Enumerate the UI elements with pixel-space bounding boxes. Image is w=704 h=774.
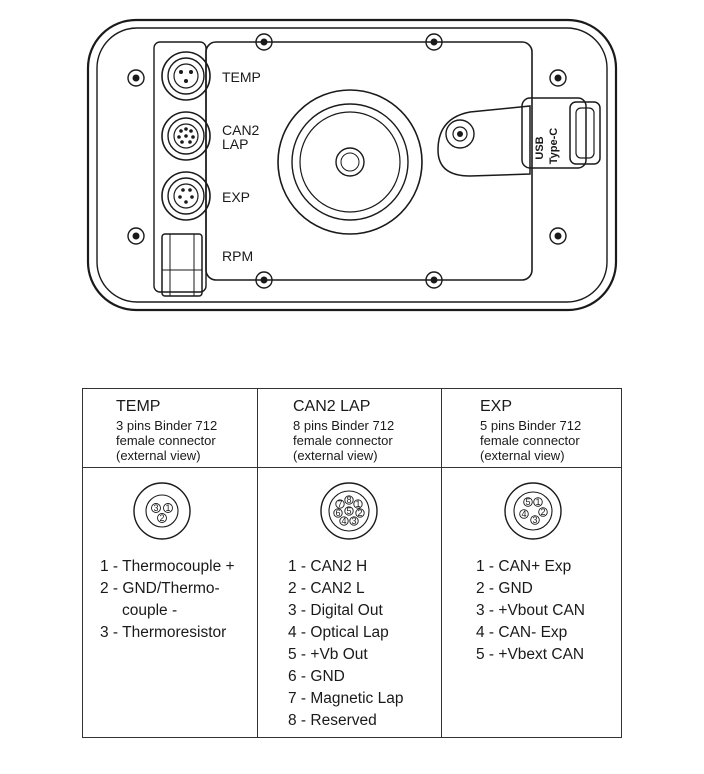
exp-title: EXP [480, 398, 513, 415]
pin-item: 1 - CAN+ Exp [476, 558, 572, 575]
screw [127, 69, 145, 87]
screw [255, 271, 273, 289]
center-plate [205, 41, 533, 281]
pin-number: 2 [357, 508, 362, 518]
pin-number: 1 [355, 499, 360, 509]
pin-item: 3 - Digital Out [288, 602, 383, 619]
pin-number: 3 [153, 503, 158, 513]
can2-connector [161, 111, 211, 161]
desc-line: (external view) [480, 448, 565, 463]
temp-description: 3 pins Binder 712 female connector (exte… [116, 418, 217, 463]
usb-label-line2: Type-C [548, 128, 560, 165]
desc-line: female connector [480, 433, 580, 448]
desc-line: female connector [116, 433, 216, 448]
pin-number: 6 [335, 508, 340, 518]
can2-lap-pin-face: 1 2 3 4 5 6 7 8 [320, 482, 378, 540]
pin-number: 1 [535, 497, 540, 507]
pin-item: 8 - Reserved [288, 712, 377, 729]
device-label-can2: CAN2 [222, 122, 260, 138]
pin-item: 5 - +Vbext CAN [476, 646, 585, 663]
pin-item: 1 - CAN2 H [288, 558, 368, 575]
pin-number: 2 [540, 507, 545, 517]
housing-inner-outline [96, 27, 608, 303]
desc-line: 3 pins Binder 712 [116, 418, 218, 433]
column-divider [257, 389, 258, 737]
pin-item: 6 - GND [288, 668, 345, 685]
rpm-cable-gland [161, 233, 203, 297]
pin-number: 4 [341, 516, 346, 526]
exp-description: 5 pins Binder 712 female connector (exte… [480, 418, 581, 463]
housing-outline [86, 18, 618, 312]
pin-number: 5 [346, 506, 351, 516]
center-button [277, 89, 423, 235]
exp-pin-list: 1 - CAN+ Exp 2 - GND 3 - +Vbout CAN 4 - … [476, 556, 585, 666]
device-label-lap: LAP [222, 136, 248, 152]
screw [255, 33, 273, 51]
temp-pin-face: 1 2 3 [133, 482, 191, 540]
pin-item: couple - [122, 602, 178, 619]
pin-item: 2 - CAN2 L [288, 580, 365, 597]
device-label-exp: EXP [222, 189, 250, 205]
pin-item: 3 - +Vbout CAN [476, 602, 585, 619]
pin-item: 1 - Thermocouple + [100, 558, 235, 575]
temp-title: TEMP [116, 398, 161, 415]
screw [425, 33, 443, 51]
can2-lap-description: 8 pins Binder 712 female connector (exte… [293, 418, 394, 463]
exp-connector [161, 171, 211, 221]
pin-number: 4 [521, 509, 526, 519]
screw [127, 227, 145, 245]
exp-pin-face: 1 2 3 4 5 [504, 482, 562, 540]
desc-line: (external view) [293, 448, 378, 463]
screw [549, 227, 567, 245]
screw [425, 271, 443, 289]
pinout-table: TEMP 3 pins Binder 712 female connector … [82, 388, 622, 738]
pin-number: 7 [337, 499, 342, 509]
pin-item: 2 - GND/Thermo- [100, 580, 220, 597]
pin-number: 3 [532, 515, 537, 525]
can2-lap-title: CAN2 LAP [293, 398, 371, 415]
usb-cap [437, 105, 531, 177]
pin-item: 5 - +Vb Out [288, 646, 368, 663]
can2-lap-column: CAN2 LAP 8 pins Binder 712 female connec… [258, 389, 441, 737]
pin-number: 5 [525, 497, 530, 507]
pin-item: 2 - GND [476, 580, 533, 597]
desc-line: female connector [293, 433, 393, 448]
pin-number: 8 [346, 495, 351, 505]
pin-item: 4 - Optical Lap [288, 624, 389, 641]
temp-column: TEMP 3 pins Binder 712 female connector … [83, 389, 257, 737]
usb-label-line1: USB [534, 136, 546, 159]
desc-line: 8 pins Binder 712 [293, 418, 395, 433]
pin-item: 3 - Thermoresistor [100, 624, 227, 641]
pin-number: 2 [159, 513, 164, 523]
can2-lap-pin-list: 1 - CAN2 H 2 - CAN2 L 3 - Digital Out 4 … [288, 556, 403, 732]
column-divider [441, 389, 442, 737]
device-label-rpm: RPM [222, 248, 253, 264]
desc-line: 5 pins Binder 712 [480, 418, 582, 433]
screws [127, 33, 567, 289]
pin-item: 4 - CAN- Exp [476, 624, 568, 641]
temp-pin-list: 1 - Thermocouple + 2 - GND/Thermo- coupl… [100, 556, 235, 644]
exp-column: EXP 5 pins Binder 712 female connector (… [442, 389, 622, 737]
desc-line: (external view) [116, 448, 201, 463]
header-divider [83, 467, 621, 468]
device-label-temp: TEMP [222, 69, 261, 85]
screw [549, 69, 567, 87]
pin-item: 7 - Magnetic Lap [288, 690, 404, 707]
device-drawing: USB Type-C [86, 18, 618, 312]
usb-type-c-port: USB Type-C [521, 97, 601, 169]
pin-number: 3 [351, 516, 356, 526]
temp-connector [161, 51, 211, 101]
pin-number: 1 [165, 503, 170, 513]
